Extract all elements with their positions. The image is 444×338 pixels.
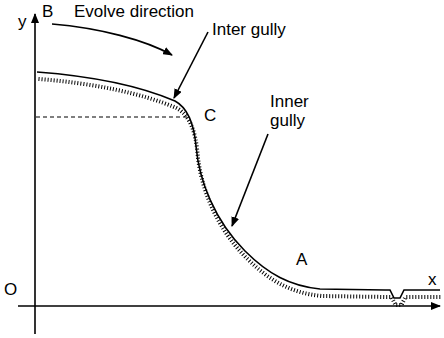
ground-hatching <box>39 79 442 305</box>
dashed-level <box>36 116 190 117</box>
y-axis <box>34 14 36 334</box>
leader-arrow <box>232 134 268 226</box>
direction-label: Evolve direction <box>74 2 194 21</box>
slope-profile <box>37 72 440 298</box>
evolve-arrow <box>52 24 172 55</box>
point-label: B <box>42 2 53 21</box>
axis-label: y <box>18 12 27 31</box>
axis-label: x <box>428 270 437 289</box>
region-label: Inner gully <box>270 92 322 130</box>
leader-arrow <box>174 32 208 98</box>
point-label: A <box>296 250 307 269</box>
x-axis <box>18 305 440 307</box>
axis-label: O <box>4 280 17 299</box>
region-label: Inter gully <box>212 20 286 39</box>
point-label: C <box>204 106 216 125</box>
